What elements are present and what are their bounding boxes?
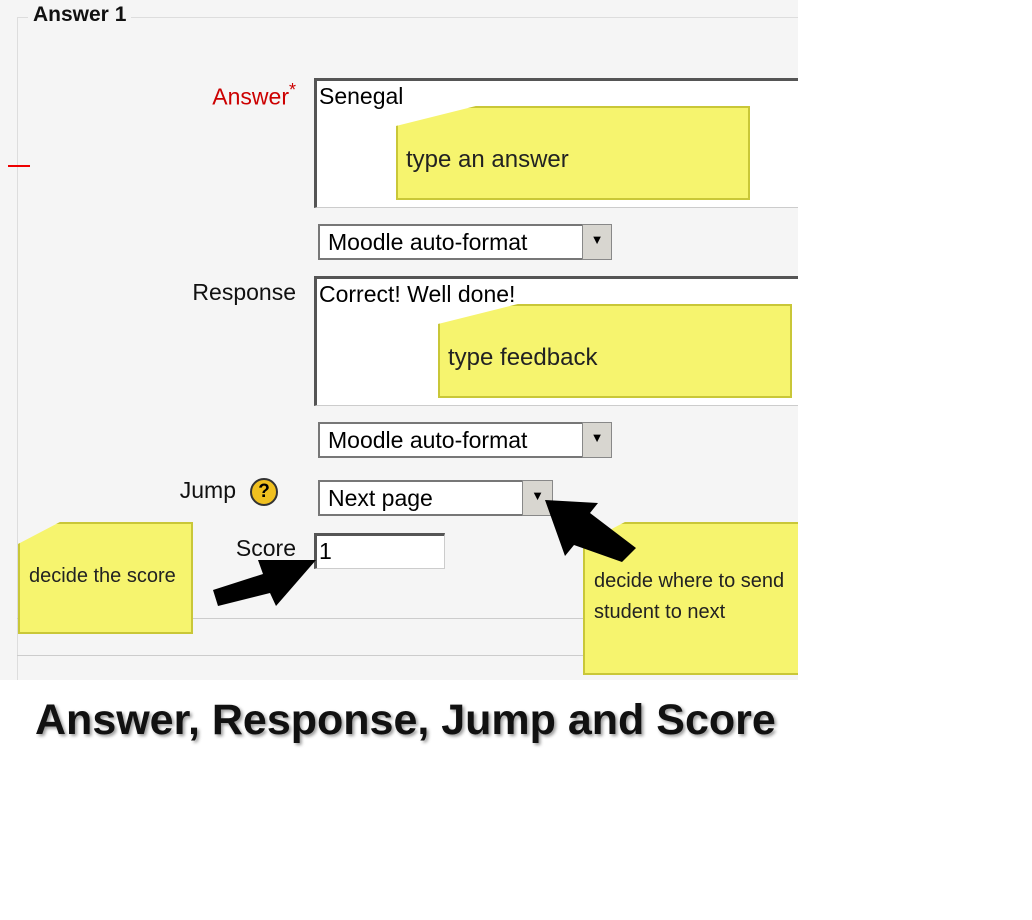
divider [17,618,798,619]
annotation-note: type an answer [396,106,750,200]
chevron-down-icon[interactable]: ▼ [582,224,612,260]
jump-label: Jump [179,477,236,503]
answer-format-select[interactable]: Moodle auto-format [318,224,582,260]
chevron-down-icon[interactable]: ▼ [522,480,553,516]
response-label: Response [192,279,296,305]
annotation-note: decide the score [18,522,193,634]
divider [17,655,798,656]
fieldset-legend: Answer 1 [28,3,132,27]
screenshot-panel: Answer 1 Answer* Senegal Moodle auto-for… [8,3,798,680]
chevron-down-icon[interactable]: ▼ [582,422,612,458]
caption: Answer, Response, Jump and Score [35,696,776,744]
jump-select[interactable]: Next page [318,480,522,516]
annotation-arrows [213,500,636,606]
response-format-select[interactable]: Moodle auto-format [318,422,582,458]
answer-label: Answer* [212,80,296,110]
collapse-marker [8,165,30,167]
arrow-icon [545,500,636,562]
fieldset-border-top [17,17,798,18]
fieldset-border-left [17,17,18,680]
score-label: Score [235,535,296,561]
score-input[interactable]: 1 [314,533,445,569]
question-circle-icon[interactable]: ? [250,478,278,506]
annotation-note: type feedback [438,304,792,398]
arrow-icon [213,560,316,606]
